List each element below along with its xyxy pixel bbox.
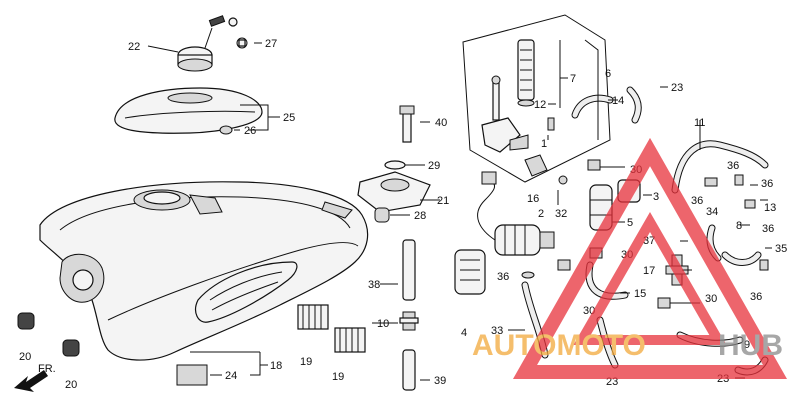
- label-3: 3: [653, 191, 659, 203]
- label-32: 32: [555, 208, 567, 220]
- label-plate-24: [176, 364, 208, 386]
- label-29: 29: [428, 160, 440, 172]
- clip-1: [547, 117, 555, 131]
- label-36d: 36: [691, 195, 703, 207]
- label-10: 10: [377, 318, 389, 330]
- label-21: 21: [437, 195, 449, 207]
- label-36a: 36: [497, 271, 509, 283]
- watermark-triangle-icon: [512, 137, 788, 379]
- clip-36: [521, 271, 535, 279]
- clamp-30a: [587, 159, 601, 171]
- front-marker: FR.: [38, 363, 56, 375]
- collar-28: [374, 207, 390, 223]
- label-35: 35: [775, 243, 787, 255]
- label-6: 6: [605, 68, 611, 80]
- hose-23-upper: [626, 86, 642, 124]
- label-11: 11: [694, 117, 705, 129]
- label-12: 12: [534, 99, 546, 111]
- watermark-text-automoto: AUTOMOTO: [472, 329, 646, 362]
- clamp-30d: [657, 297, 671, 309]
- label-19a: 19: [300, 356, 312, 368]
- front-arrow-icon: [14, 370, 48, 392]
- tube-39: [402, 349, 416, 391]
- watermark-inner-triangle-icon: [573, 211, 727, 345]
- joint-13: [744, 199, 756, 209]
- label-38: 38: [368, 279, 380, 291]
- clip-36c: [734, 174, 744, 186]
- label-23a: 23: [671, 82, 683, 94]
- label-20a: 20: [19, 351, 31, 363]
- bolt-40: [399, 105, 415, 143]
- watermark: AUTOMOTO HUB: [472, 137, 788, 379]
- clamp-30c: [557, 259, 571, 271]
- rubber-19a: [297, 304, 329, 330]
- label-15: 15: [634, 288, 646, 300]
- label-40: 40: [435, 117, 447, 129]
- rubber-19b: [334, 327, 366, 353]
- label-25: 25: [283, 112, 295, 124]
- screw-32: [558, 175, 568, 185]
- label-8: 8: [736, 220, 742, 232]
- label-2: 2: [538, 208, 544, 220]
- label-7: 7: [570, 73, 576, 85]
- label-26: 26: [244, 125, 256, 137]
- label-14: 14: [612, 95, 624, 107]
- label-16: 16: [527, 193, 539, 205]
- label-36b: 36: [727, 160, 739, 172]
- fitting-10: [399, 311, 419, 331]
- label-27: 27: [265, 38, 277, 50]
- washer-29: [384, 160, 406, 170]
- joint-16: [524, 154, 548, 177]
- clip-36b: [704, 177, 718, 187]
- label-4: 4: [461, 327, 467, 339]
- clip-36d: [759, 259, 769, 271]
- leader-lines: [147, 39, 772, 381]
- label-30d: 30: [705, 293, 717, 305]
- label-36e: 36: [762, 223, 774, 235]
- label-22: 22: [128, 41, 140, 53]
- label-18: 18: [270, 360, 282, 372]
- rubber-pad-20b: [62, 339, 80, 357]
- rubber-pad-20a: [17, 312, 35, 330]
- fuel-cap: [177, 15, 238, 72]
- part-labels: 1 2 3 4 5 6 7 8 9 10 11 12 13 14 15 16 1…: [19, 38, 787, 391]
- label-28: 28: [414, 210, 426, 222]
- watermark-text-hub: HUB: [718, 329, 783, 362]
- label-9: 9: [744, 339, 750, 351]
- label-24: 24: [225, 370, 237, 382]
- label-13: 13: [764, 202, 776, 214]
- fuel-tank: [39, 181, 369, 361]
- fuel-valve-assembly: [462, 14, 611, 183]
- tank-cover: [114, 87, 263, 134]
- label-17: 17: [643, 265, 655, 277]
- label-39: 39: [434, 375, 446, 387]
- label-1: 1: [541, 138, 547, 150]
- label-20b: 20: [65, 379, 77, 391]
- label-36f: 36: [750, 291, 762, 303]
- label-5: 5: [627, 217, 633, 229]
- label-36c: 36: [761, 178, 773, 190]
- label-19b: 19: [332, 371, 344, 383]
- bracket-21: [357, 171, 431, 213]
- bolt-27: [236, 37, 248, 49]
- fuel-pump: [454, 249, 486, 295]
- nut-26: [219, 125, 233, 135]
- fuel-pump-body-2: [477, 171, 555, 256]
- tube-38: [402, 239, 416, 301]
- label-33: 33: [491, 325, 503, 337]
- label-34: 34: [706, 206, 718, 218]
